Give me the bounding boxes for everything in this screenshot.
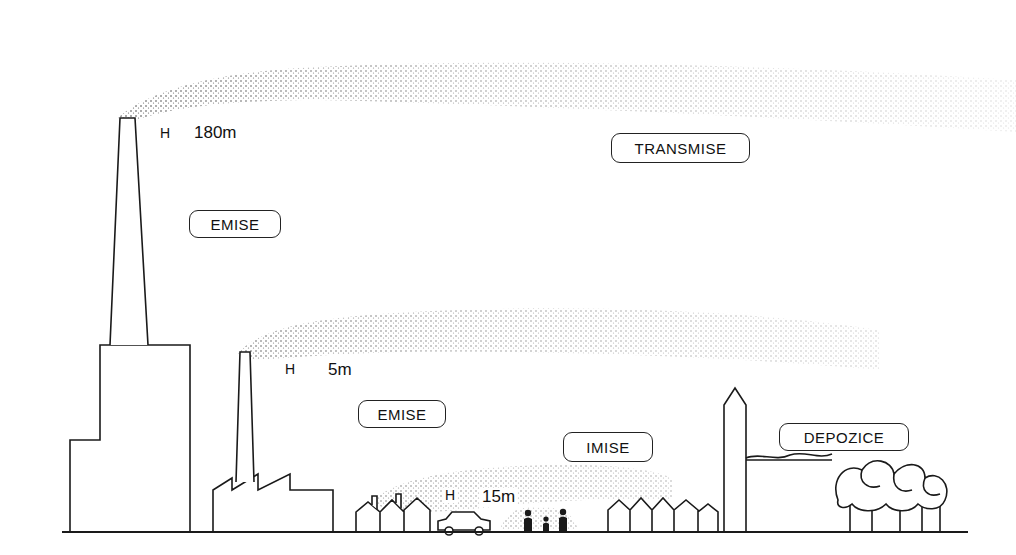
height-value: 5m (326, 361, 354, 380)
houses (356, 498, 430, 532)
height-symbol: H (443, 488, 457, 503)
wall-hedge (746, 454, 832, 458)
label-box: DEPOZICE (779, 423, 909, 451)
height-symbol: H (283, 362, 297, 377)
car (438, 512, 490, 530)
node-text: IMISE (586, 439, 629, 456)
label-box: IMISE (563, 432, 653, 462)
tree-crowns (861, 470, 940, 495)
node-text: DEPOZICE (804, 429, 885, 446)
height-symbol: H (158, 126, 172, 141)
church-tower (724, 388, 746, 532)
label-box: TRANSMISE (611, 133, 750, 163)
wall (746, 459, 832, 461)
smoke-plumes (118, 63, 1016, 530)
factory-chimney (236, 352, 254, 482)
power-plant (70, 345, 190, 532)
smoke-plume (118, 63, 1016, 132)
car-wheel (445, 527, 453, 535)
height-value: 15m (480, 488, 517, 507)
node-text: EMISE (210, 216, 259, 233)
row-houses (608, 498, 718, 532)
house-chimneys (372, 494, 401, 509)
factory (213, 474, 333, 532)
people (524, 509, 567, 532)
node-text: EMISE (377, 406, 426, 423)
height-value: 180m (192, 124, 239, 143)
tall-chimney (110, 118, 148, 345)
label-box: EMISE (189, 210, 281, 238)
car-wheel (475, 527, 483, 535)
ground-line (62, 531, 968, 533)
node-text: TRANSMISE (634, 140, 726, 157)
trees (836, 461, 947, 511)
label-box: EMISE (358, 400, 446, 428)
